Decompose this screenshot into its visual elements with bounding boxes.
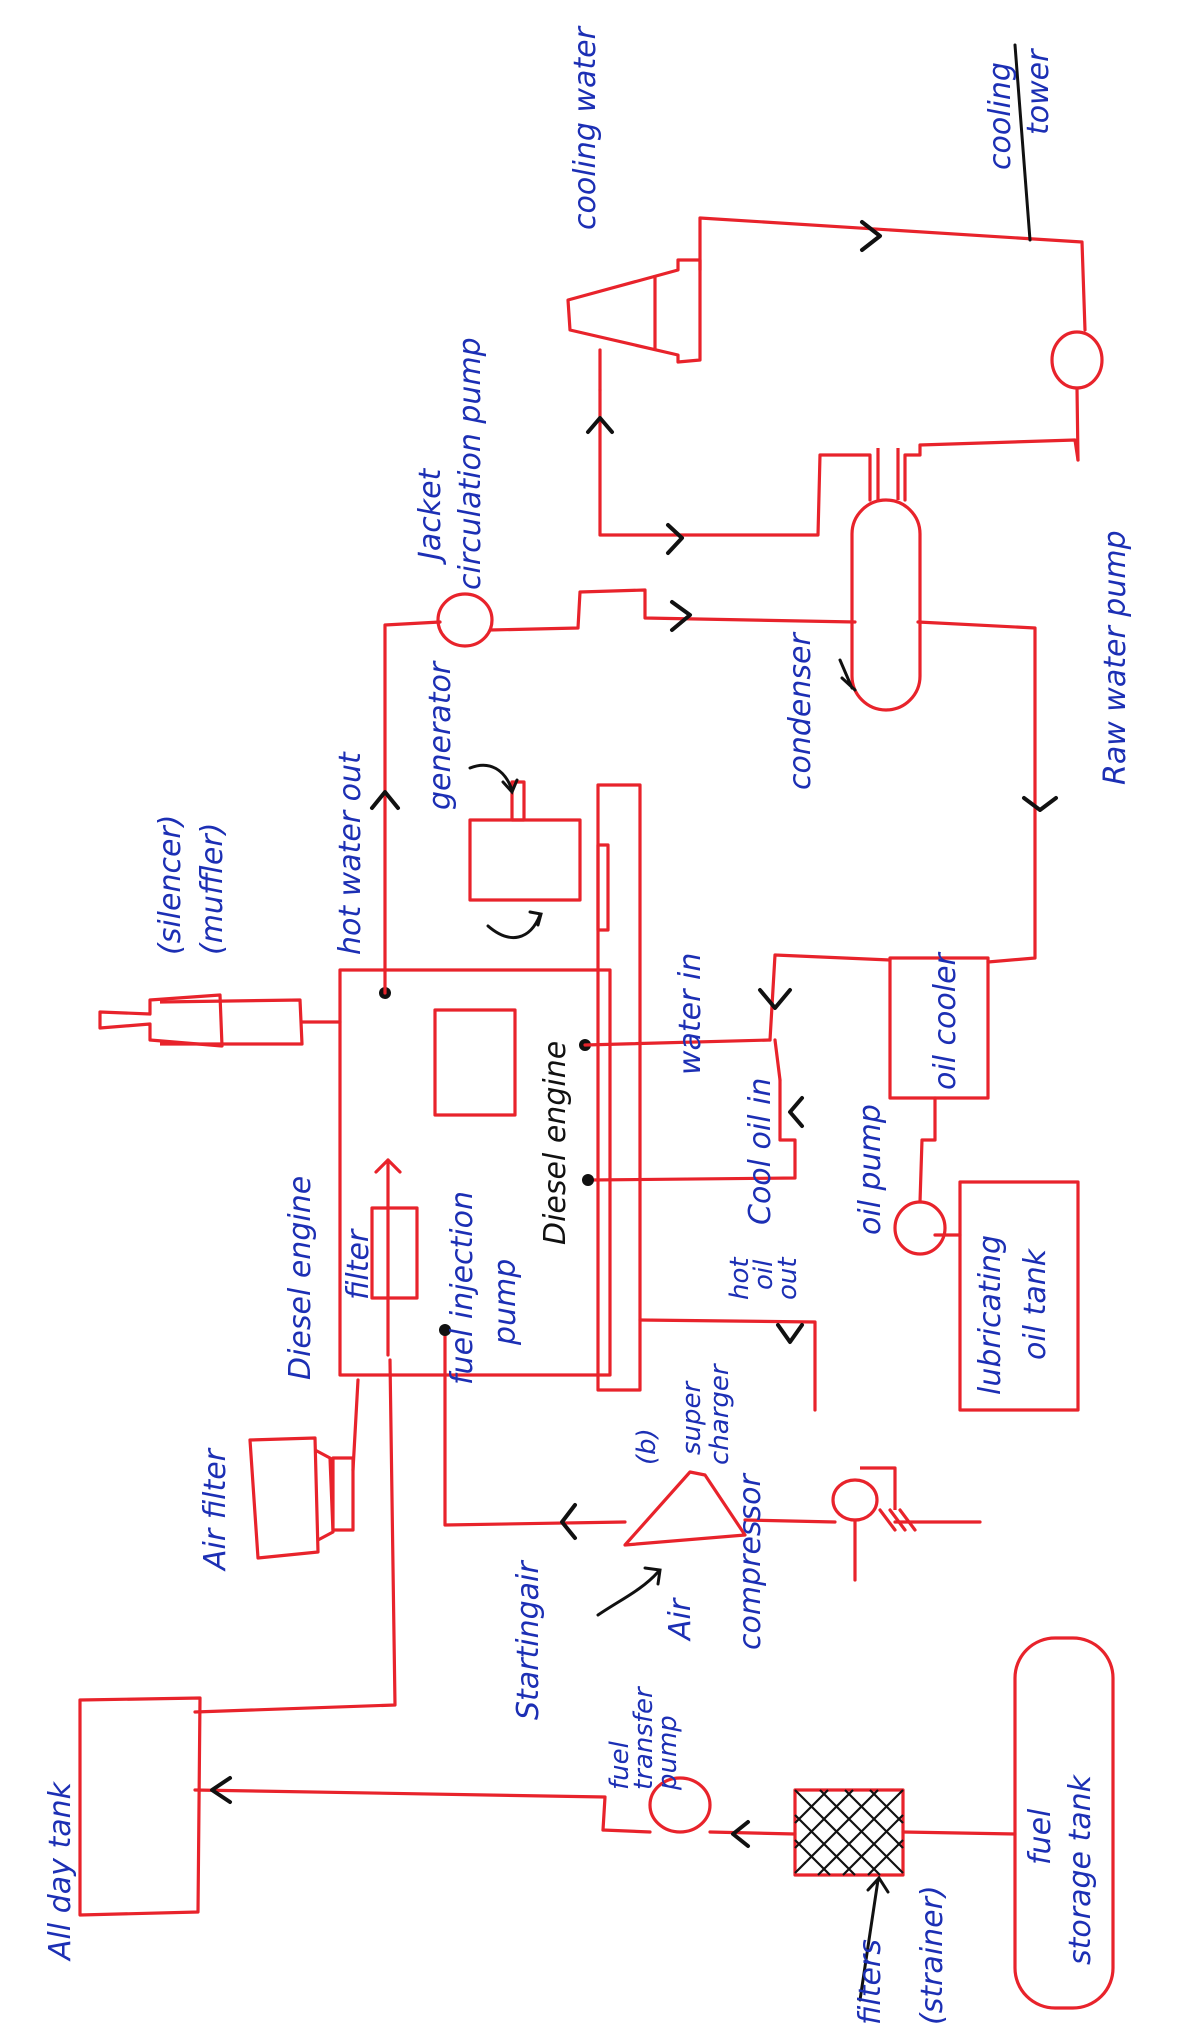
label-fuel-storage-2: storage tank — [1063, 1773, 1098, 1965]
rotation-arrow — [488, 912, 541, 938]
cooling-tower-shape — [568, 260, 700, 362]
generator-pointer — [470, 765, 517, 792]
raw-water-line — [918, 622, 1035, 962]
label-starting-air: Startingair — [511, 1560, 546, 1720]
hot-oil-arrow — [778, 1325, 802, 1342]
water-in-arrow — [760, 990, 790, 1008]
fuel-filter-element — [372, 1208, 417, 1298]
jacket-arrow — [672, 602, 690, 630]
raw-water-arrow — [1024, 798, 1056, 810]
oil-pump — [895, 1202, 945, 1254]
generator-box — [470, 820, 580, 900]
label-hot-water-out: hot water out — [333, 751, 368, 955]
label-fuel-injection-2: pump — [488, 1259, 523, 1346]
air-compressor — [625, 1472, 745, 1545]
silencer-body — [160, 1000, 302, 1044]
label-cool-oil-in: Cool oil in — [743, 1078, 778, 1225]
label-lube-tank-1: lubricating — [973, 1235, 1008, 1395]
engine-inner-panel — [435, 1010, 515, 1115]
label-oil-cooler: oil cooler — [928, 951, 963, 1090]
compressor-motor — [833, 1480, 877, 1520]
air-compressor-pointer — [598, 1568, 660, 1615]
cool-oil-arrow — [790, 1098, 802, 1126]
label-fuel-injection-1: fuel injection — [445, 1191, 480, 1385]
label-hot-oil-out-3: out — [773, 1257, 803, 1300]
label-cooling-tower-2: tower — [1021, 48, 1056, 135]
label-all-day-tank: All day tank — [43, 1780, 78, 1962]
label-silencer-2: (muffler) — [195, 823, 230, 955]
label-diesel-engine-center: Diesel engine — [538, 1041, 573, 1245]
condenser-top-right — [905, 440, 1078, 500]
label-strainer: (strainer) — [915, 1885, 950, 2025]
condenser-arrow-left — [668, 525, 682, 553]
label-jacket-pump-1: Jacket — [413, 467, 448, 565]
label-generator: generator — [423, 660, 458, 810]
condenser-top-left — [600, 390, 870, 535]
label-fuel-storage-1: fuel — [1023, 1808, 1058, 1865]
condenser — [852, 500, 920, 710]
strainer-to-storage-line — [903, 1832, 1015, 1834]
label-cooling-tower-1: cooling — [983, 62, 1018, 170]
label-raw-water-pump: Raw water pump — [1098, 530, 1133, 785]
filter-flow-arrow — [376, 1160, 400, 1355]
label-condenser: condenser — [783, 632, 818, 790]
shaft-inner — [598, 845, 608, 930]
label-cooling-water: cooling water — [568, 25, 603, 230]
pump-to-strainer-line — [603, 1830, 795, 1834]
air-filter-shape — [250, 1438, 318, 1558]
raw-water-pump-line — [1077, 388, 1078, 460]
cool-oil-in-dot — [582, 1174, 594, 1186]
label-water-in: water in — [673, 953, 708, 1075]
label-jacket-pump-2: circulation pump — [453, 337, 488, 590]
label-supercharger-1: (b) — [632, 1428, 662, 1465]
jacket-to-condenser-line — [490, 590, 855, 630]
fuel-line-to-tank — [195, 1790, 605, 1830]
air-intake-pipe — [353, 1380, 358, 1470]
pump-to-cooler-line — [920, 1098, 935, 1202]
label-air-filter: Air filter — [198, 1447, 233, 1572]
label-oil-pump: oil pump — [853, 1104, 888, 1235]
label-air-compressor-2: compressor — [733, 1472, 768, 1650]
label-lube-tank-2: oil tank — [1018, 1247, 1053, 1360]
condenser-top-stubs — [878, 448, 898, 500]
air-filter-neck — [333, 1458, 353, 1530]
label-silencer-1: (silencer) — [153, 815, 188, 955]
jacket-circulation-pump — [438, 594, 492, 646]
cool-oil-in-line — [590, 955, 890, 1180]
label-diesel-engine-top: Diesel engine — [283, 1176, 318, 1380]
raw-water-pump — [1052, 332, 1102, 388]
label-filter: filter — [341, 1228, 376, 1300]
tower-to-pump-line — [700, 218, 1085, 330]
label-supercharger-2: super — [677, 1379, 707, 1455]
engine-shaft — [598, 785, 640, 1390]
label-supercharger-3: charger — [705, 1362, 735, 1465]
label-fuel-transfer-3: pump — [653, 1715, 683, 1791]
label-filters: filters — [853, 1939, 888, 2025]
label-air-compressor-1: Air — [663, 1597, 698, 1642]
all-day-tank — [80, 1698, 200, 1915]
tower-flow-arrow — [862, 222, 880, 250]
cool-oil-return — [775, 1040, 780, 1080]
strainer-hatch — [795, 1790, 903, 1875]
